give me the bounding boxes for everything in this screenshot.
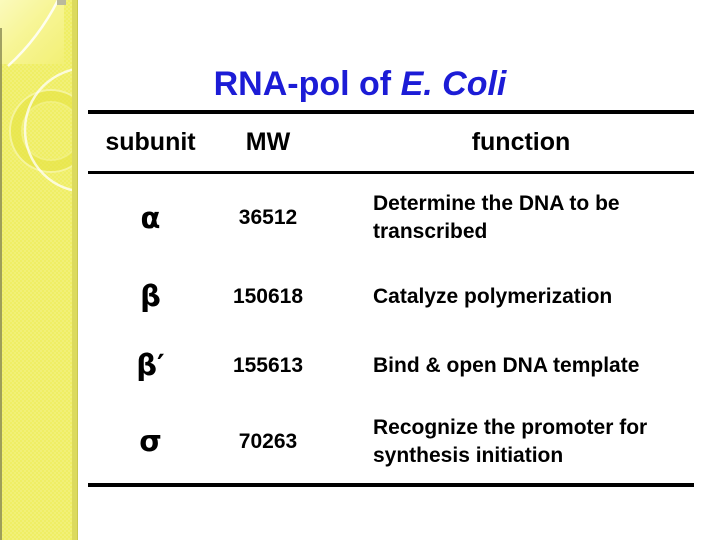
table-row: σ 70263 Recognize the promoter for synth… [88, 400, 694, 483]
cell-function: Determine the DNA to be transcribed [373, 192, 620, 243]
slide-title-italic: E. Coli [400, 64, 507, 103]
cell-mw: 150618 [232, 284, 304, 308]
header-subunit: subunit [105, 128, 196, 156]
top-notch-decoration [57, 0, 66, 5]
cell-function: Catalyze polymerization [373, 284, 613, 308]
cell-subunit-alpha: α [140, 200, 161, 235]
cell-mw: 70263 [238, 429, 298, 453]
slide-title: RNA-pol of E. Coli [0, 65, 720, 104]
table-row: β′ 155613 Bind & open DNA template [88, 331, 694, 400]
header-function: function [471, 128, 571, 156]
cell-function: Recognize the promoter for synthesis ini… [373, 415, 648, 467]
cell-mw: 36512 [238, 206, 298, 229]
cell-subunit-sigma: σ [139, 424, 162, 458]
cell-function: Bind & open DNA template [373, 353, 640, 377]
slide-title-prefix: RNA-pol of [213, 64, 401, 103]
cell-subunit-beta: β [140, 279, 161, 313]
sidebar-right-band [72, 0, 78, 540]
header-mw: MW [245, 128, 291, 156]
rna-pol-table: subunit MW function α 36512 Determine th… [88, 110, 694, 487]
cell-mw: 155613 [232, 353, 304, 377]
slide-sidebar [0, 0, 78, 540]
table-row: α 36512 Determine the DNA to be transcri… [88, 174, 694, 262]
sidebar-left-edge [0, 28, 2, 540]
table-header-row: subunit MW function [88, 114, 694, 174]
table-row: β 150618 Catalyze polymerization [88, 262, 694, 331]
cell-subunit-beta-prime: β′ [136, 348, 165, 382]
